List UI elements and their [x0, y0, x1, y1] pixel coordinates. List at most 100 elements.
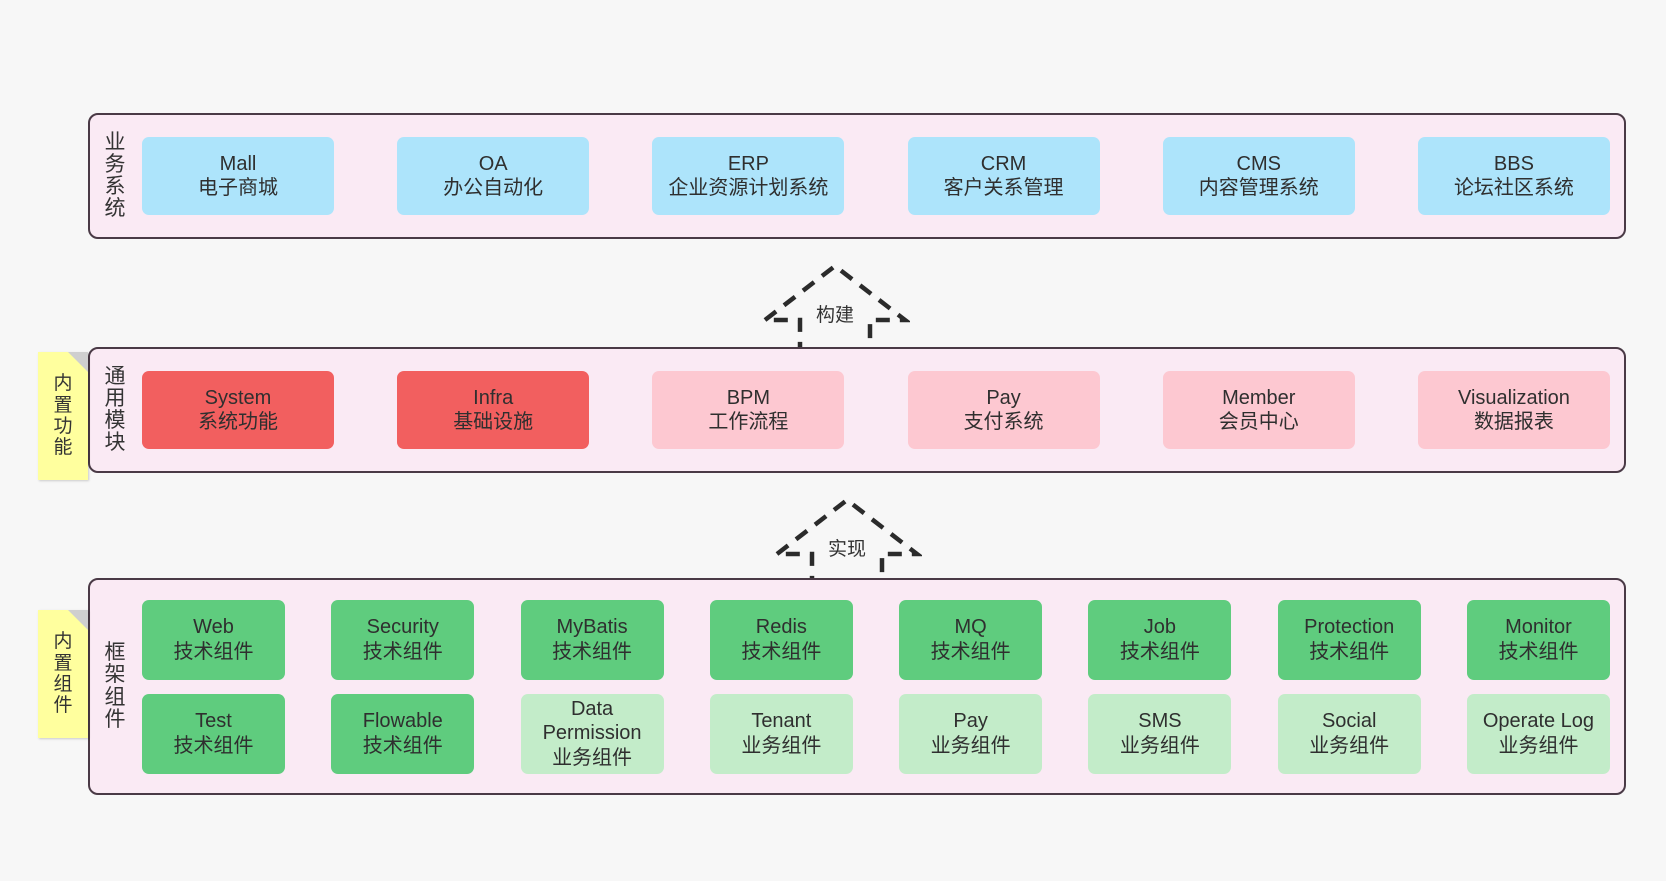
- card-bpm[interactable]: BPM 工作流程: [652, 371, 845, 449]
- layer-common-label: 通 用 模 块: [90, 349, 140, 471]
- card-pay-component-subtitle: 业务组件: [930, 734, 1011, 757]
- card-web-subtitle: 技术组件: [173, 640, 254, 663]
- card-system[interactable]: System 系统功能: [142, 371, 334, 449]
- card-monitor-subtitle: 技术组件: [1498, 640, 1579, 663]
- card-test-title: Test: [195, 710, 232, 733]
- card-social-subtitle: 业务组件: [1309, 734, 1390, 757]
- card-member[interactable]: Member 会员中心: [1162, 371, 1355, 449]
- card-test[interactable]: Test 技术组件: [142, 693, 285, 774]
- card-mall[interactable]: Mall 电子商城: [142, 137, 334, 215]
- card-bbs-subtitle: 论坛社区系统: [1453, 177, 1574, 199]
- card-oa[interactable]: OA 办公自动化: [397, 137, 590, 215]
- card-web-title: Web: [193, 616, 234, 639]
- framework-row-technical: Web 技术组件 Security 技术组件 MyBatis 技术组件 Redi…: [142, 599, 1610, 680]
- card-mybatis[interactable]: MyBatis 技术组件: [520, 599, 664, 680]
- card-social[interactable]: Social 业务组件: [1277, 693, 1421, 774]
- layer-common-module: 通 用 模 块 System 系统功能 Infra 基础设施 BPM 工作流程 …: [88, 347, 1626, 473]
- card-pay-component[interactable]: Pay 业务组件: [899, 693, 1043, 774]
- card-oa-subtitle: 办公自动化: [443, 177, 544, 199]
- layer-business-label-char-0: 业: [104, 130, 126, 154]
- sticky-fold-corner-icon: [68, 610, 88, 630]
- card-oa-title: OA: [478, 152, 508, 175]
- card-infra-title: Infra: [473, 386, 514, 409]
- card-visualization-title: Visualization: [1457, 386, 1570, 409]
- card-operate-log-subtitle: 业务组件: [1498, 734, 1579, 757]
- card-member-subtitle: 会员中心: [1218, 411, 1299, 433]
- card-mq-subtitle: 技术组件: [930, 640, 1011, 663]
- card-data-permission[interactable]: Data Permission 业务组件: [520, 693, 664, 774]
- card-erp[interactable]: ERP 企业资源计划系统: [652, 137, 845, 215]
- card-crm-title: CRM: [980, 152, 1027, 175]
- card-system-title: System: [204, 386, 272, 409]
- card-crm-subtitle: 客户关系管理: [943, 177, 1064, 199]
- arrow-build: 构建: [760, 258, 910, 358]
- card-mybatis-title: MyBatis: [556, 616, 628, 639]
- card-sms-subtitle: 业务组件: [1119, 734, 1200, 757]
- card-visualization[interactable]: Visualization 数据报表: [1417, 371, 1610, 449]
- layer-common-label-char-3: 块: [104, 431, 126, 455]
- layer-common-label-char-0: 通: [104, 364, 126, 388]
- sticky-common-char-0: 内: [53, 373, 73, 395]
- card-system-subtitle: 系统功能: [198, 411, 278, 433]
- card-cms-subtitle: 内容管理系统: [1198, 177, 1319, 199]
- card-pay-component-title: Pay: [953, 710, 988, 733]
- card-test-subtitle: 技术组件: [173, 734, 254, 757]
- arrow-build-icon: [760, 263, 910, 356]
- card-flowable-subtitle: 技术组件: [362, 734, 443, 757]
- card-monitor[interactable]: Monitor 技术组件: [1466, 599, 1610, 680]
- layer-framework-component: 框 架 组 件 Web 技术组件 Security 技术组件 MyBatis 技…: [88, 578, 1626, 795]
- sticky-note-builtin-component: 内 置 组 件: [38, 610, 88, 738]
- card-redis-subtitle: 技术组件: [741, 640, 822, 663]
- business-card-list: Mall 电子商城 OA 办公自动化 ERP 企业资源计划系统 CRM 客户关系…: [140, 115, 1624, 237]
- card-tenant[interactable]: Tenant 业务组件: [709, 693, 853, 774]
- layer-common-label-char-1: 用: [104, 386, 126, 410]
- card-mall-subtitle: 电子商城: [198, 177, 278, 199]
- card-flowable-title: Flowable: [362, 710, 443, 733]
- card-security[interactable]: Security 技术组件: [331, 599, 475, 680]
- card-operate-log[interactable]: Operate Log 业务组件: [1466, 693, 1610, 774]
- card-cms[interactable]: CMS 内容管理系统: [1162, 137, 1355, 215]
- card-operate-log-title: Operate Log: [1482, 710, 1595, 733]
- card-mall-title: Mall: [219, 152, 257, 175]
- card-visualization-subtitle: 数据报表: [1473, 411, 1554, 433]
- card-protection[interactable]: Protection 技术组件: [1277, 599, 1421, 680]
- card-infra-subtitle: 基础设施: [453, 411, 534, 433]
- card-data-permission-subtitle: 业务组件: [552, 746, 633, 769]
- sticky-framework-char-3: 件: [53, 695, 73, 717]
- card-monitor-title: Monitor: [1505, 616, 1572, 639]
- card-bpm-title: BPM: [726, 386, 771, 409]
- card-mq[interactable]: MQ 技术组件: [899, 599, 1043, 680]
- card-sms[interactable]: SMS 业务组件: [1088, 693, 1232, 774]
- card-tenant-title: Tenant: [751, 710, 812, 733]
- card-erp-title: ERP: [727, 152, 769, 175]
- card-tenant-subtitle: 业务组件: [741, 734, 822, 757]
- layer-framework-label-char-2: 组: [104, 685, 126, 709]
- card-pay-module-title: Pay: [986, 386, 1021, 409]
- card-bbs[interactable]: BBS 论坛社区系统: [1417, 137, 1610, 215]
- card-redis[interactable]: Redis 技术组件: [709, 599, 853, 680]
- card-security-subtitle: 技术组件: [362, 640, 443, 663]
- card-pay-module[interactable]: Pay 支付系统: [907, 371, 1100, 449]
- card-protection-title: Protection: [1304, 616, 1395, 639]
- card-flowable[interactable]: Flowable 技术组件: [331, 693, 475, 774]
- card-web[interactable]: Web 技术组件: [142, 599, 285, 680]
- sticky-note-builtin-function: 内 置 功 能: [38, 352, 88, 480]
- card-sms-title: SMS: [1138, 710, 1182, 733]
- sticky-fold-corner-icon: [68, 352, 88, 372]
- card-infra[interactable]: Infra 基础设施: [397, 371, 590, 449]
- card-bbs-title: BBS: [1493, 152, 1534, 175]
- card-job[interactable]: Job 技术组件: [1088, 599, 1232, 680]
- layer-framework-label: 框 架 组 件: [90, 580, 140, 793]
- sticky-common-char-2: 功: [53, 416, 73, 437]
- card-protection-subtitle: 技术组件: [1309, 640, 1390, 663]
- sticky-common-char-3: 能: [53, 437, 73, 459]
- arrow-implement: 实现: [772, 492, 922, 592]
- layer-business-label-char-1: 务: [104, 152, 126, 176]
- layer-common-label-char-2: 模: [104, 409, 126, 432]
- card-crm[interactable]: CRM 客户关系管理: [907, 137, 1100, 215]
- layer-business-label-char-3: 统: [104, 197, 126, 221]
- sticky-framework-char-0: 内: [53, 631, 73, 653]
- card-mybatis-subtitle: 技术组件: [552, 640, 633, 663]
- card-data-permission-title2: Permission: [542, 722, 642, 745]
- layer-business-label: 业 务 系 统: [90, 115, 140, 237]
